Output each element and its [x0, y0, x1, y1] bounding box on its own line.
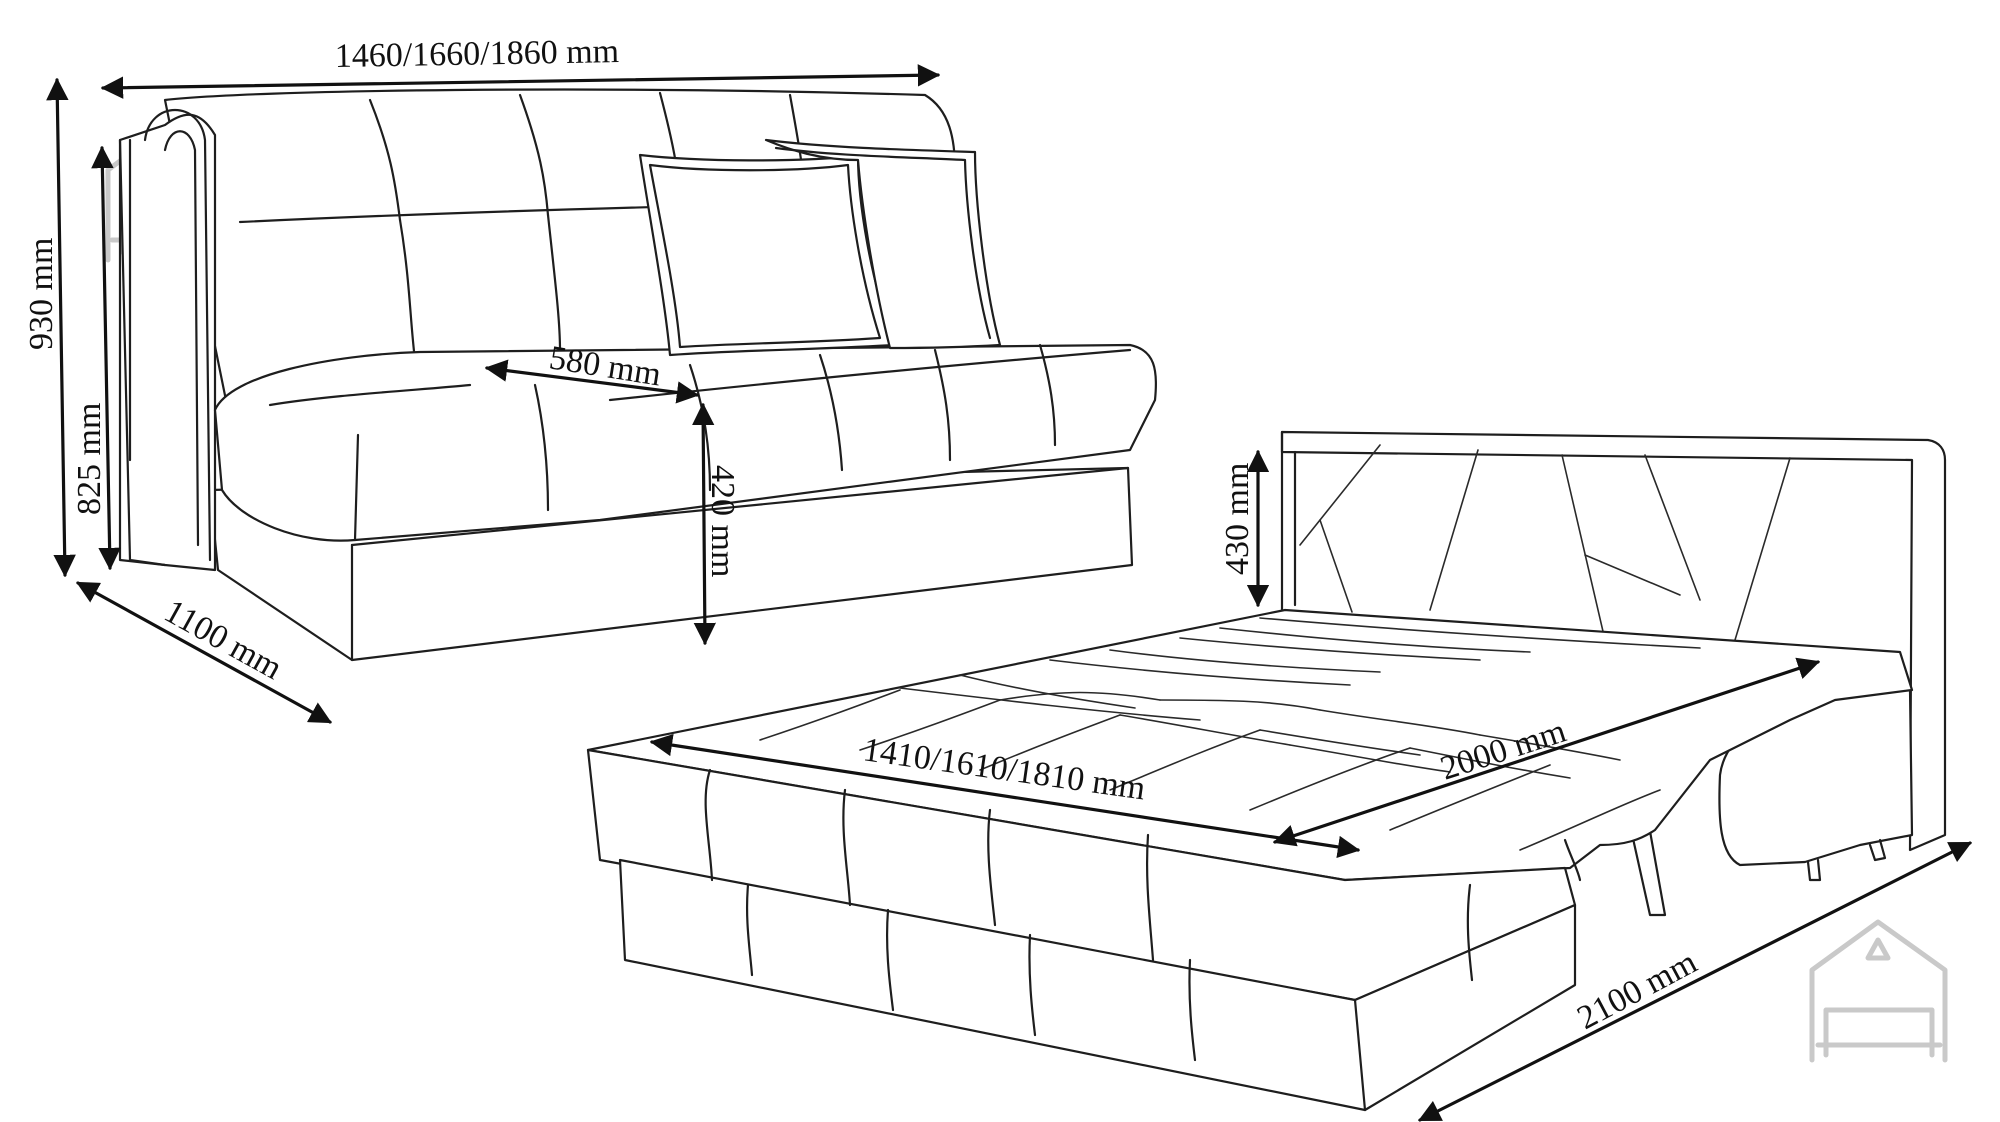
- sofa-height-total-arrow: [46, 77, 76, 578]
- bed-sleeping-length-arrow: [1272, 657, 1821, 847]
- sofa-depth-arrow: [76, 581, 332, 724]
- bed-sleeping-width-arrow: [649, 733, 1361, 859]
- bed-total-length-label: 2100 mm: [1571, 944, 1703, 1037]
- watermark-logo-bottom: [1809, 919, 1948, 1063]
- sofa-width-label: 1460/1660/1860 mm: [334, 33, 619, 75]
- bed-total-length-arrow: [1417, 841, 1973, 1122]
- sofa-depth-label: 1100 mm: [158, 593, 288, 687]
- sofa-height-armrest-label: 825 mm: [71, 403, 108, 515]
- sofa-height-armrest-arrow: [91, 145, 121, 571]
- sofa-seat-depth-arrow: [484, 359, 700, 404]
- bed-headboard-height-label: 430 mm: [1219, 463, 1256, 575]
- sofa-width-arrow: [100, 64, 941, 99]
- sofa-seat-height-label: 420 mm: [704, 465, 741, 577]
- sofa-seat-height-arrow: [691, 402, 717, 646]
- sofa-height-total-label: 930 mm: [23, 238, 60, 350]
